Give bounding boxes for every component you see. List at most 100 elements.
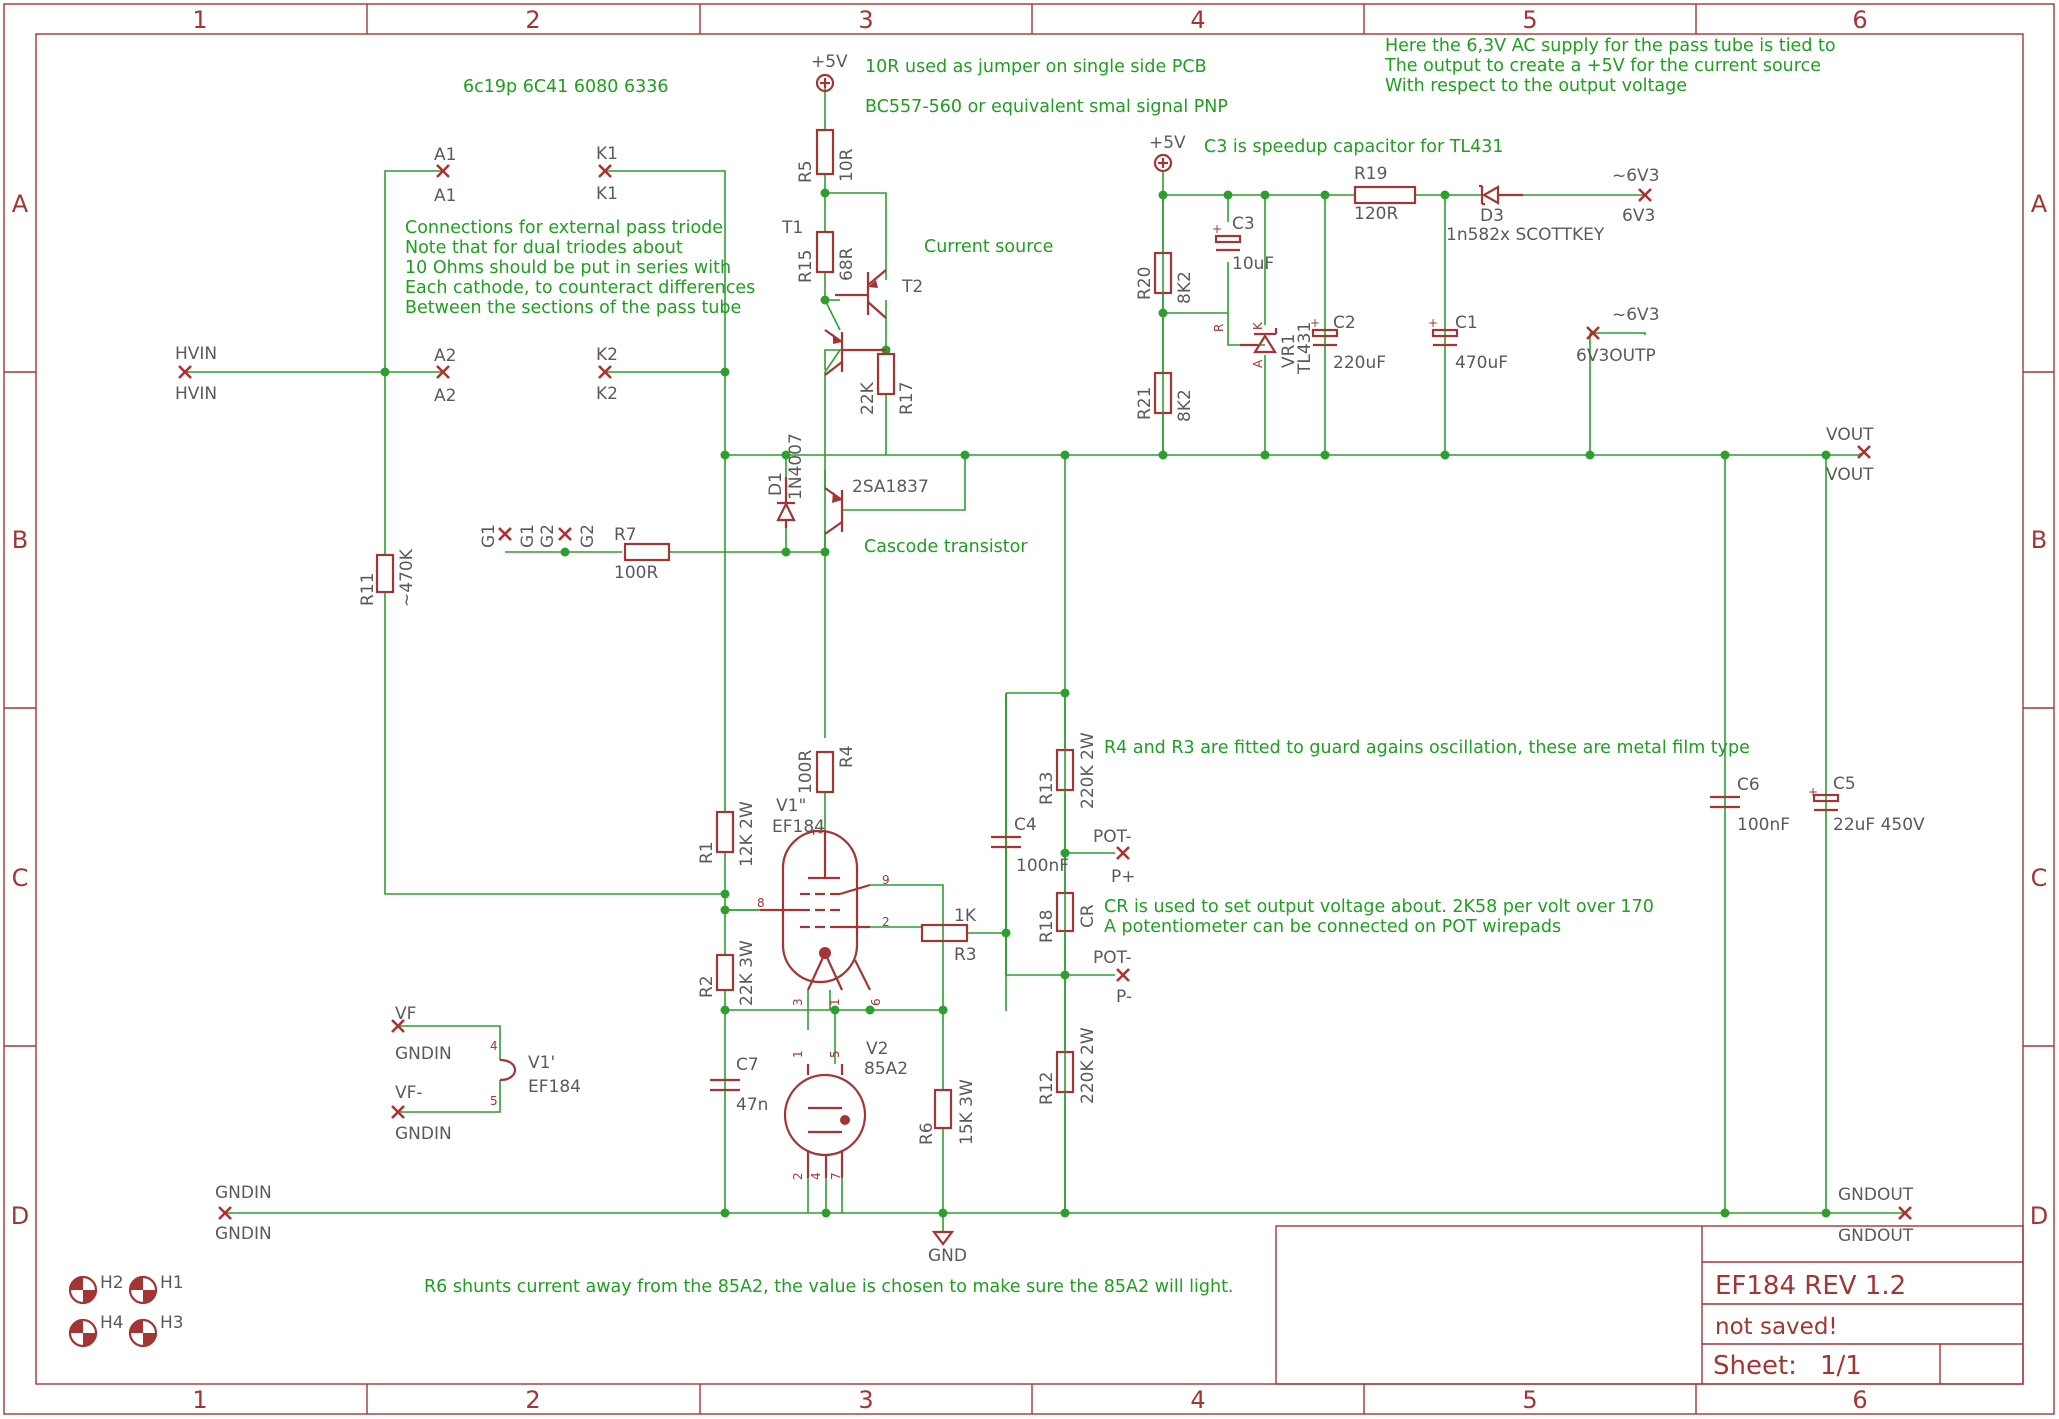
r15-body (815, 230, 835, 274)
v1-pin-8: 8 (757, 896, 765, 910)
v1-heater-pin-4: 4 (490, 1039, 498, 1053)
row-c-right: C (2031, 864, 2048, 892)
pot-p-minus-pad-icon (1116, 968, 1130, 982)
supply-5v-a-icon (815, 73, 835, 93)
note-jumper: 10R used as jumper on single side PCB (865, 57, 1207, 77)
sheet-label: Sheet: (1713, 1351, 1797, 1381)
r12-value: 220K 2W (1078, 1027, 1098, 1104)
v1-tube-label: V1" (776, 796, 806, 816)
cascode-transistor-label: 2SA1837 (852, 477, 929, 497)
c7-capacitor-icon (710, 1078, 740, 1092)
h1-label: H1 (160, 1273, 184, 1293)
ac63-outp-bottom-label: 6V3OUTP (1576, 346, 1656, 366)
row-a-left: A (12, 190, 29, 218)
ac63-pad-icon (1638, 188, 1652, 202)
a2-top-label: A2 (434, 346, 456, 366)
v2-value: 85A2 (864, 1059, 908, 1079)
v1-heater-value: EF184 (528, 1077, 581, 1097)
col-3-bottom: 3 (858, 1386, 873, 1414)
r17-label: R17 (897, 382, 917, 415)
svg-text:+: + (1212, 222, 1222, 236)
r15-value: 68R (837, 247, 857, 281)
v1-pin-2: 2 (882, 915, 890, 929)
k2-bottom-label: K2 (596, 384, 618, 404)
col-2-top: 2 (525, 6, 540, 34)
v2-pin-5: 5 (828, 1050, 842, 1058)
pot-p-minus-label: P- (1116, 987, 1132, 1007)
note-connections-4: Each cathode, to counteract differences (405, 278, 755, 298)
gndin-bottom-label: GNDIN (215, 1224, 272, 1244)
note-connections-5: Between the sections of the pass tube (405, 298, 741, 318)
r15-label: R15 (796, 250, 816, 283)
note-cr-2: A potentiometer can be connected on POT … (1104, 917, 1561, 937)
r17-body (876, 352, 896, 396)
note-tubes: 6c19p 6C41 6080 6336 (463, 77, 669, 97)
c2-value: 220uF (1333, 353, 1386, 373)
pin-numbers: 7 8 9 2 3 1 6 1 5 2 4 7 4 5 (490, 828, 890, 1180)
r19-body (1353, 185, 1417, 205)
grid-labels: 1 2 3 4 5 6 1 2 3 4 5 6 A B C D A B C D (11, 6, 2048, 1414)
row-d-left: D (11, 1202, 29, 1230)
ac63-outp-pad-icon (1586, 326, 1600, 340)
hvin-top-label: HVIN (175, 344, 217, 364)
r5-body (815, 128, 835, 176)
r7-body (623, 542, 671, 562)
a2-bottom-label: A2 (434, 386, 456, 406)
vfm-bottom-label: GNDIN (395, 1124, 452, 1144)
note-cr-1: CR is used to set output voltage about. … (1104, 897, 1654, 917)
note-connections-3: 10 Ohms should be put in series with (405, 258, 731, 278)
g2-a-label: G2 (538, 524, 558, 548)
pot-top-label: POT- (1093, 827, 1132, 847)
r18-label: R18 (1037, 910, 1057, 943)
r5-label: R5 (796, 160, 816, 183)
vr1-shunt-regulator-icon (1240, 328, 1278, 354)
mounting-hole-h4-icon (68, 1318, 98, 1348)
k2-top-label: K2 (596, 345, 618, 365)
v2-regulator-tube-icon (783, 1064, 867, 1178)
vr1-a-pin: A (1251, 359, 1265, 368)
mounting-hole-h2-icon (68, 1275, 98, 1305)
connector-marks (178, 164, 1912, 1220)
gndout-pad-icon (1898, 1206, 1912, 1220)
c4-label: C4 (1014, 815, 1037, 835)
v1-tube-value: EF184 (772, 817, 825, 837)
note-ac-supply-3: With respect to the output voltage (1385, 76, 1687, 96)
v2-pin-4: 4 (809, 1172, 823, 1180)
c5-capacitor-icon: + (1808, 785, 1840, 812)
c2-label: C2 (1333, 313, 1356, 333)
r21-value: 8K2 (1175, 389, 1195, 422)
r21-label: R21 (1135, 387, 1155, 420)
r20-value: 8K2 (1175, 271, 1195, 304)
c5-value: 22uF 450V (1833, 815, 1925, 835)
c6-label: C6 (1737, 775, 1760, 795)
v2-pin-2: 2 (791, 1172, 805, 1180)
c6-capacitor-icon (1710, 795, 1740, 809)
t1-label: T1 (781, 218, 803, 238)
mounting-hole-h1-icon (128, 1275, 158, 1305)
vr1-r-pin: R (1212, 324, 1226, 332)
r1-label: R1 (697, 841, 717, 864)
note-pnp: BC557-560 or equivalent smal signal PNP (865, 97, 1228, 117)
row-a-right: A (2031, 190, 2048, 218)
col-2-bottom: 2 (525, 1386, 540, 1414)
mounting-hole-h3-icon (128, 1318, 158, 1348)
row-b-right: B (2031, 526, 2047, 554)
k2-pad-icon (598, 365, 612, 379)
g2-b-label: G2 (578, 524, 598, 548)
a2-pad-icon (436, 365, 450, 379)
note-connections-1: Connections for external pass triode (405, 218, 723, 238)
title-text: EF184 REV 1.2 (1715, 1271, 1906, 1301)
r1-value: 12K 2W (737, 801, 757, 867)
vfm-top-label: VF- (395, 1083, 423, 1103)
col-1-top: 1 (192, 6, 207, 34)
h4-label: H4 (100, 1313, 124, 1333)
vf-pad-icon (391, 1019, 405, 1033)
t2-transistor-icon (835, 269, 887, 319)
hvin-pad-icon (178, 365, 192, 379)
ac63-top-label: ~6V3 (1612, 166, 1660, 186)
v1-heater-pin-5: 5 (490, 1094, 498, 1108)
v1-pentode-icon (760, 829, 871, 991)
vr1-value: TL431 (1295, 322, 1315, 375)
d3-diode-icon (1479, 184, 1523, 206)
